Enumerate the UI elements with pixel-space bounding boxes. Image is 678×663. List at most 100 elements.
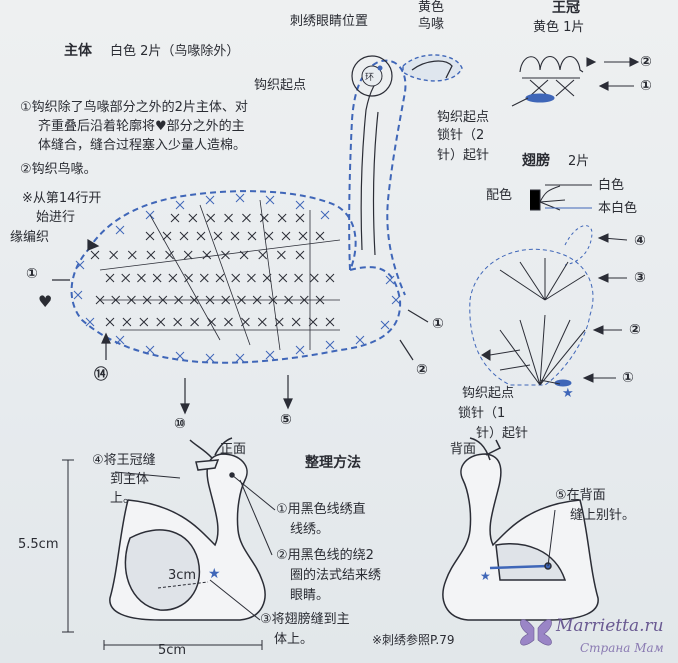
- stitch-mark: [258, 250, 268, 260]
- crown-row-1: ①: [640, 78, 652, 94]
- stitch-mark: [224, 213, 233, 223]
- stitch-mark: [122, 317, 132, 327]
- step-1-line-2: 线绣。: [290, 522, 330, 537]
- stitch-mark: [137, 273, 146, 283]
- step-2-line-2: 圈的法式结来绣: [290, 568, 382, 583]
- edge-stitch-mark: [235, 353, 245, 363]
- edge-stitch-mark: [320, 210, 330, 220]
- stitch-mark: [242, 213, 251, 223]
- watermark-sub: Страна Мам: [580, 641, 664, 655]
- stitch-mark: [213, 231, 223, 241]
- stitch-mark: [308, 317, 318, 327]
- wing-title: 翅膀: [522, 153, 550, 169]
- body-row-10: ⑩: [174, 416, 186, 432]
- step-4-line-1: ④将王冠缝: [92, 453, 156, 468]
- edge-stitch-mark: [391, 295, 401, 305]
- stitch-mark: [315, 231, 325, 241]
- stitch-mark: [162, 231, 172, 241]
- stitch-mark: [190, 317, 199, 327]
- head-circle: 环: [351, 55, 393, 97]
- instruction-1-line-1: ①钩织除了鸟喙部分之外的2片主体、对: [20, 100, 248, 115]
- stitch-mark: [230, 231, 240, 241]
- beak-shape: [402, 54, 463, 82]
- body-title: 主体: [64, 43, 92, 59]
- wing-row-4: ④: [634, 233, 646, 249]
- edge-stitch-mark: [265, 350, 275, 360]
- stitch-mark: [173, 317, 183, 327]
- crown-row-2: ②: [640, 54, 652, 70]
- step-5-line-1: ⑤在背面: [555, 488, 606, 503]
- stitch-mark: [221, 250, 230, 260]
- stitch-mark: [179, 231, 189, 241]
- stitch-mark: [295, 213, 305, 223]
- dimension-width: 5cm: [158, 643, 187, 658]
- edge-stitch-mark: [265, 195, 275, 205]
- stitch-mark: [105, 317, 115, 327]
- body-start-label: 钩织起点: [254, 78, 307, 93]
- stitch-mark: [170, 213, 180, 223]
- dimension-wing: 3cm: [168, 568, 197, 583]
- color-offwhite: 本白色: [598, 201, 638, 216]
- crown-spec: 黄色 1片: [533, 20, 585, 35]
- color-white: 白色: [598, 178, 625, 193]
- instruction-1-line-2: 齐重叠后沿着轮廓将♥部分之外的主: [38, 119, 245, 134]
- stitch-mark: [168, 273, 178, 283]
- stitch-mark: [139, 317, 149, 327]
- wing-diagram: [469, 185, 628, 387]
- svg-text:环: 环: [365, 72, 374, 83]
- stitch-mark: [247, 231, 257, 241]
- edge-stitch-mark: [175, 351, 185, 361]
- color-legend-lines: [530, 184, 592, 211]
- stitch-mark: [277, 250, 286, 260]
- dimension-lines: [62, 459, 263, 650]
- front-label: 正面: [220, 442, 247, 457]
- watermark-butterfly: [520, 619, 552, 646]
- wing-start-line-1: 钩织起点: [462, 386, 515, 401]
- svg-text:★: ★: [208, 566, 221, 582]
- body-arrows: [52, 238, 429, 415]
- instruction-1-line-3: 体缝合，缝合过程塞入少量人造棉。: [38, 138, 247, 153]
- body-radial-lines: [99, 199, 341, 351]
- stitch-mark: [278, 273, 288, 283]
- stitch-mark: [196, 231, 206, 241]
- step-3-line-2: 体上。: [274, 632, 314, 647]
- stitch-mark: [199, 273, 209, 283]
- stitch-mark: [309, 273, 319, 283]
- neck-chain: [360, 77, 383, 256]
- step-4-line-2: 到主体: [110, 472, 150, 487]
- wing-start-line-2: 锁针（1: [458, 406, 506, 421]
- stitch-mark: [215, 273, 225, 283]
- edge-stitch-mark: [385, 275, 395, 285]
- embroidery-reference: ※刺绣参照P.79: [372, 633, 455, 647]
- stitch-mark: [152, 273, 162, 283]
- swan-back-drawing: ★: [442, 437, 599, 621]
- edge-stitch-mark: [73, 290, 83, 300]
- stitch-mark: [121, 273, 131, 283]
- wing-spec: 2片: [568, 154, 590, 169]
- stitch-mark: [146, 250, 156, 260]
- stitch-mark: [188, 213, 198, 223]
- stitch-mark: [105, 273, 115, 283]
- stitch-mark: [206, 213, 216, 223]
- back-pointer-lines: [547, 509, 556, 567]
- stitch-mark: [184, 273, 193, 283]
- stitch-mark: [277, 213, 287, 223]
- edge-stitch-mark: [295, 345, 305, 355]
- stitch-mark: [156, 317, 166, 327]
- edge-stitch-mark: [355, 335, 365, 345]
- stitch-mark: [294, 273, 303, 283]
- crown-diagram: [511, 55, 640, 107]
- assembly-title: 整理方法: [305, 455, 361, 471]
- dimension-height: 5.5cm: [18, 537, 59, 552]
- stitch-mark: [224, 317, 233, 327]
- stitch-mark: [165, 250, 174, 260]
- step-2-line-1: ②用黑色线的绕2: [276, 548, 374, 563]
- body-stitches: [73, 193, 401, 363]
- edge-stitch-mark: [75, 260, 85, 270]
- stitch-mark: [231, 273, 241, 283]
- stitch-mark: [145, 231, 155, 241]
- edge-stitch-mark: [235, 193, 245, 203]
- stitch-mark: [257, 317, 267, 327]
